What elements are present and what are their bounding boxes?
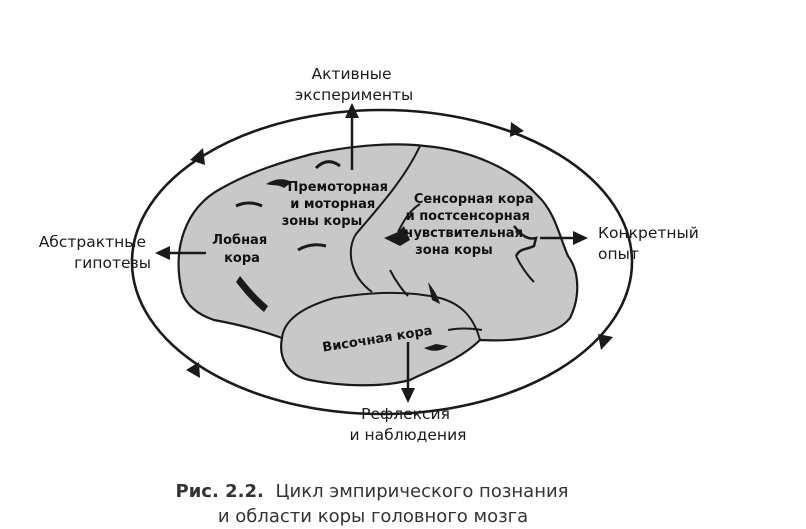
cycle-ellipse [130,108,634,416]
cycle-arrowhead-right-bottom [598,334,613,350]
brain-cortex [177,143,579,387]
sulcus [297,243,327,252]
figure-caption-line1: Рис. 2.2. Цикл эмпирического познания [176,481,569,502]
arrow-left [155,246,206,260]
cycle-arrowhead-left-top [190,148,205,165]
sulcus [314,160,341,170]
arrow-up [345,103,359,170]
sulcus [428,282,440,304]
sulcus [513,225,538,257]
sulcus [389,269,409,297]
premotor-cortex-label: Премоторная и моторная зоны коры [282,180,393,229]
sulcus [515,255,535,283]
label-active-experiments: Активные эксперименты [295,65,414,104]
brain-illustration [177,143,579,387]
cycle-arrowhead-top-right [510,122,524,137]
cycle-arrowhead-bottom-left [186,362,200,378]
sensory-cortex-label: Сенсорная кора и постсенсорная чувствите… [405,192,539,258]
arrow-right [540,231,588,245]
sulcus [397,203,421,233]
figure-number: Рис. 2.2. [176,481,264,502]
frontal-cortex-label: Лобная кора [212,233,271,266]
label-abstract-hypotheses: Абстрактные гипотезы [39,233,151,272]
central-sulcus [349,145,421,293]
label-reflection: Рефлексия и наблюдения [350,405,467,444]
sulcus [235,201,263,208]
sulcus [236,276,268,312]
label-concrete-experience: Конкретный опыт [598,224,704,263]
temporal-lobe-outline [281,291,481,341]
figure-caption-line2: и области коры головного мозга [218,506,528,527]
sulcus [424,344,448,351]
sulcus [266,179,292,188]
sulcus [447,327,483,331]
sulcus [384,226,410,246]
arrow-down [401,342,415,403]
